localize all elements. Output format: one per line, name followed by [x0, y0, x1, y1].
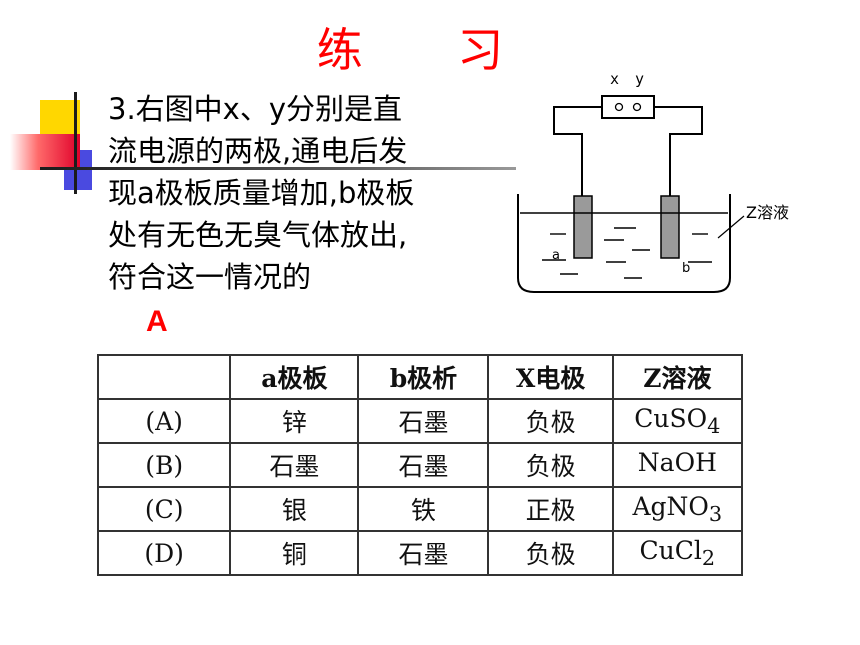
options-table: a极板 b极析 X电极 Z溶液 (A) 锌 石墨 负极 CuSO4 (B) 石墨…: [96, 354, 744, 576]
terminal-x: [614, 102, 624, 112]
label-z-pointer: [717, 215, 745, 239]
formula-subscript: 2: [701, 546, 716, 570]
option-label: (B): [96, 442, 232, 488]
formula: AgNO: [632, 492, 709, 521]
question-text: 3.右图中x、y分别是直 流电源的两极,通电后发 现a极板质量增加,b极板 处有…: [108, 88, 488, 298]
answer-label: A: [146, 305, 168, 338]
formula: CuCl: [639, 536, 702, 565]
cell-a: 石墨: [229, 442, 360, 488]
formula-subscript: 3: [708, 502, 723, 526]
question-line: 流电源的两极,通电后发: [108, 134, 408, 168]
table-row: (D) 铜 石墨 负极 CuCl2: [96, 530, 744, 576]
label-x: x: [610, 70, 619, 88]
label-b: b: [682, 261, 690, 276]
cell-z: AgNO3: [611, 486, 744, 532]
question-line: 现a极板质量增加,b极板: [108, 176, 415, 210]
header-b-plate: b极析: [357, 354, 490, 400]
label-y: y: [635, 70, 644, 88]
header-z-solution: Z溶液: [611, 354, 744, 400]
cell-z: NaOH: [611, 442, 744, 488]
cell-z: CuCl2: [611, 530, 744, 576]
cell-z: CuSO4: [611, 398, 744, 444]
electrode-a: [573, 195, 593, 259]
cell-x: 负极: [487, 398, 614, 444]
decor-vertical-line: [74, 92, 77, 194]
decor-red-bar: [10, 134, 80, 170]
table-row: (B) 石墨 石墨 负极 NaOH: [96, 442, 744, 488]
formula: CuSO: [634, 404, 708, 433]
label-a: a: [552, 248, 560, 263]
electrode-b: [660, 195, 680, 259]
cell-a: 锌: [229, 398, 360, 444]
cell-b: 石墨: [357, 530, 490, 576]
terminal-y: [632, 102, 642, 112]
cell-b: 石墨: [357, 442, 490, 488]
beaker: [517, 194, 731, 293]
table-row: (A) 锌 石墨 负极 CuSO4: [96, 398, 744, 444]
table-row: (C) 银 铁 正极 AgNO3: [96, 486, 744, 532]
question-line: 符合这一情况的: [108, 260, 312, 294]
header-a-plate: a极板: [229, 354, 360, 400]
cell-b: 石墨: [357, 398, 490, 444]
slide-title: 练 习: [316, 23, 544, 77]
header-x-electrode: X电极: [487, 354, 614, 400]
option-label: (A): [96, 398, 232, 444]
decor-horizontal-line: [40, 167, 516, 170]
cell-x: 负极: [487, 530, 614, 576]
electrolysis-diagram: x y Z溶液 a b: [517, 70, 789, 293]
label-z: Z溶液: [746, 203, 789, 222]
cell-a: 银: [229, 486, 360, 532]
wire-right: [654, 106, 703, 196]
formula: NaOH: [637, 448, 717, 477]
question-line: 处有无色无臭气体放出,: [108, 218, 408, 252]
table-header-row: a极板 b极析 X电极 Z溶液: [96, 354, 744, 400]
option-label: (D): [96, 530, 232, 576]
cell-x: 负极: [487, 442, 614, 488]
question-line: 3.右图中x、y分别是直: [108, 92, 402, 126]
liquid-dashes: [542, 227, 712, 279]
cell-b: 铁: [357, 486, 490, 532]
option-label: (C): [96, 486, 232, 532]
power-supply-box: [601, 95, 655, 119]
header-empty: [96, 354, 232, 400]
formula-subscript: 4: [707, 414, 721, 438]
cell-a: 铜: [229, 530, 360, 576]
wire-left: [553, 106, 602, 196]
cell-x: 正极: [487, 486, 614, 532]
